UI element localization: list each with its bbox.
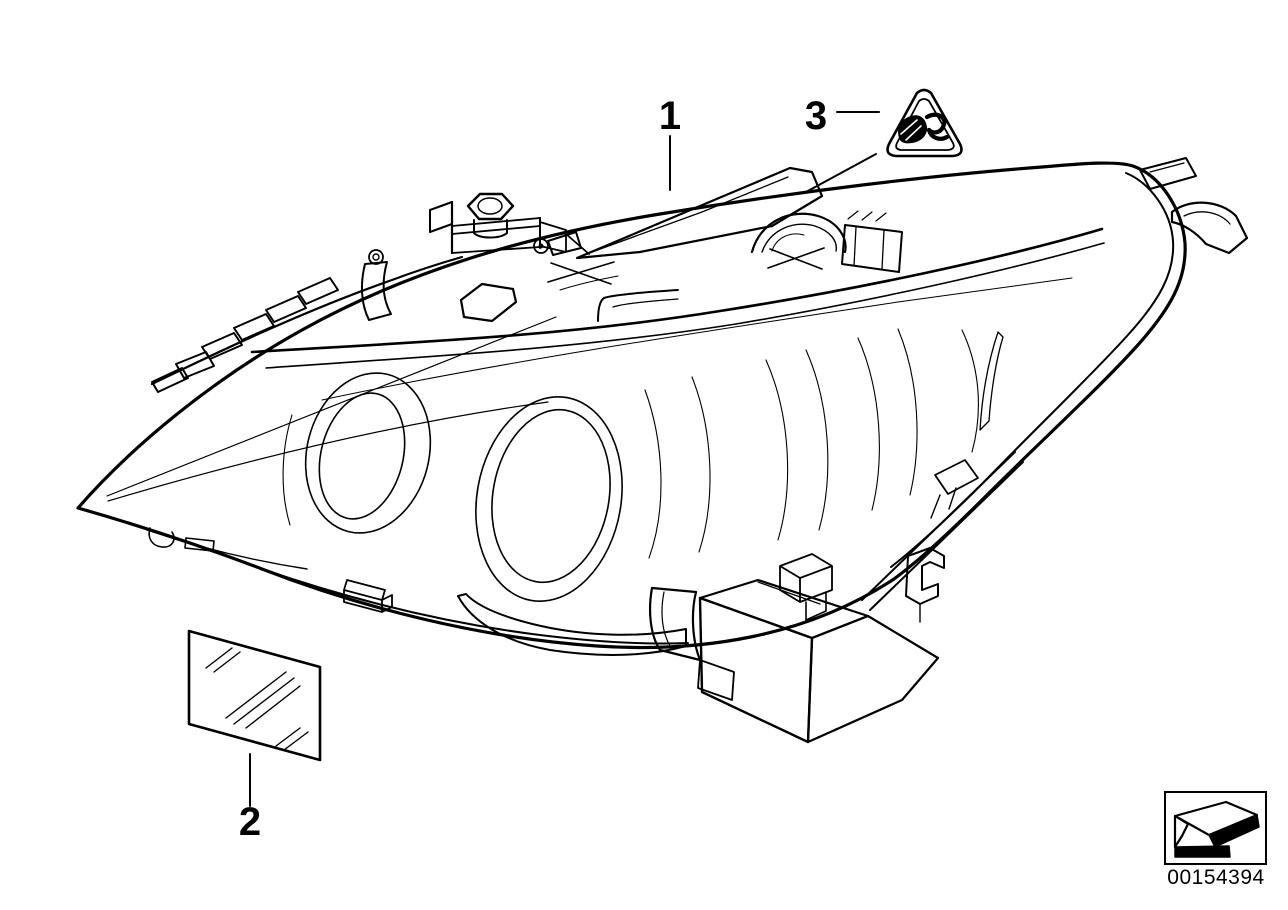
headlamp-assembly-drawing (76, 157, 1249, 744)
right-side-tabs (1139, 157, 1249, 255)
adjuster-screw-bracket (429, 192, 590, 256)
film-gloss-hatches (205, 647, 309, 751)
housing-rim-band (150, 227, 1105, 401)
retaining-strap (360, 249, 392, 321)
leader-line-3b (805, 153, 877, 193)
callout-3[interactable]: 3 (804, 94, 828, 138)
shelf-cutouts (459, 282, 679, 323)
spring-clips (547, 247, 825, 291)
housing-top-panel (575, 166, 824, 260)
image-number: 00154394 (1167, 866, 1265, 889)
leader-lines (249, 111, 880, 807)
protective-film-drawing (187, 629, 322, 762)
callout-2[interactable]: 2 (238, 800, 262, 844)
angel-eye-rings (106, 316, 1004, 603)
image-stamp-box (1164, 791, 1267, 865)
corner-arrow-icon (1173, 800, 1260, 858)
callout-1[interactable]: 1 (658, 94, 682, 138)
lower-gasket (146, 527, 689, 656)
bulb-cover (750, 210, 903, 273)
warning-triangle-icon (886, 88, 963, 158)
lower-mounting-bracket (648, 451, 1024, 744)
upper-left-mounting-tabs (151, 277, 339, 393)
